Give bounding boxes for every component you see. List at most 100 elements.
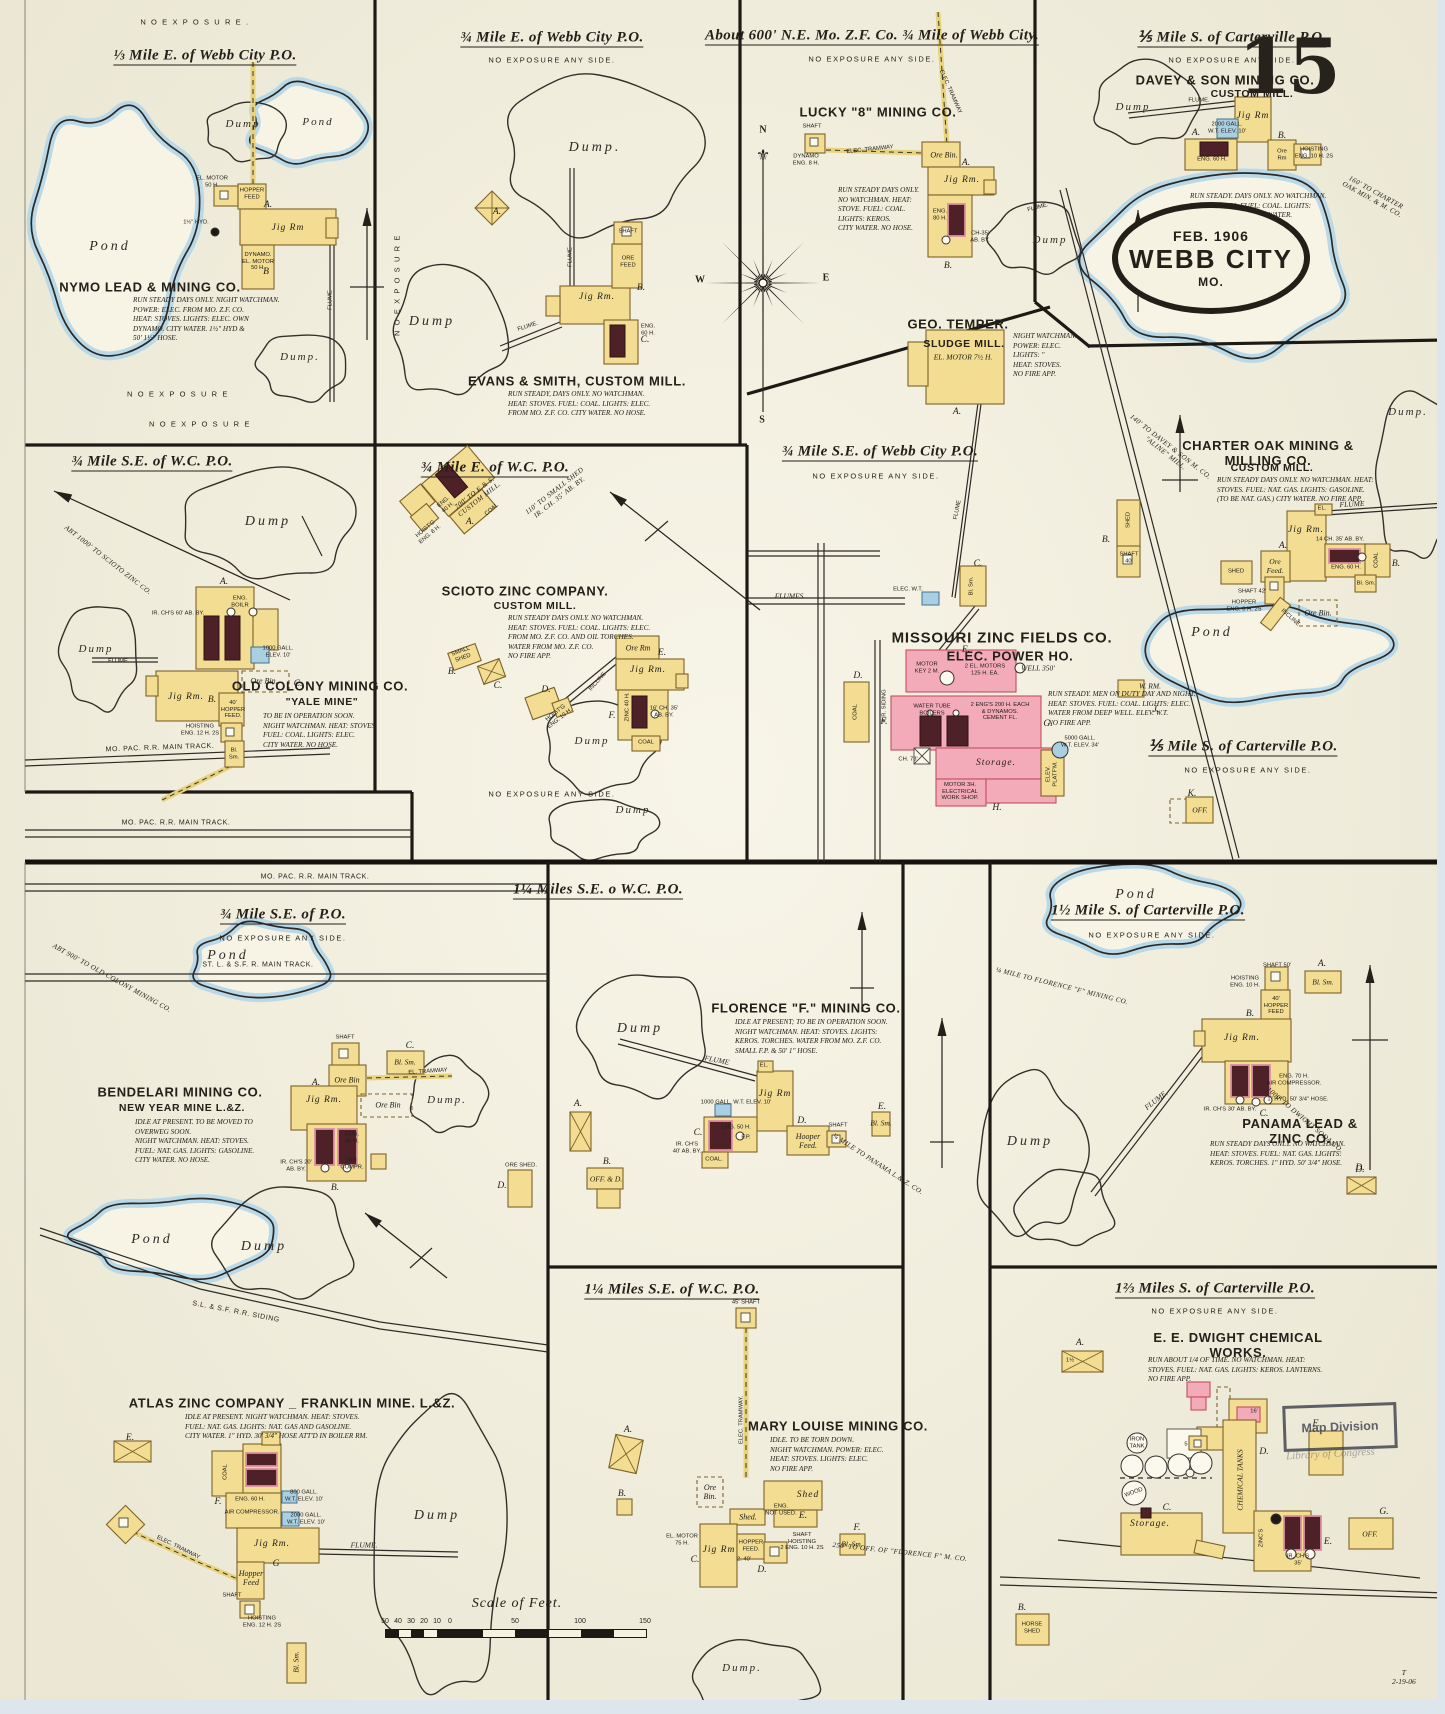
tank-circle: [1357, 552, 1367, 562]
building-rect: [701, 1151, 729, 1169]
north-arrow-head: [857, 912, 867, 930]
building-rect: [1283, 1515, 1302, 1551]
building-rect: [1193, 1439, 1202, 1448]
map-line: [1033, 300, 1092, 349]
dump-shape: [1374, 390, 1445, 559]
tank-circle: [210, 227, 220, 237]
building-rect: [314, 1128, 335, 1166]
map-line: [199, 1288, 381, 1330]
map-line: [24, 747, 331, 761]
building-rect: [1122, 554, 1133, 565]
sheet-number: 15: [1238, 22, 1341, 111]
building-rect: [927, 166, 995, 196]
tank-circle: [248, 607, 258, 617]
stamp-text: Map Division: [1301, 1418, 1379, 1436]
building-rect: [224, 740, 245, 768]
building-rect: [250, 646, 270, 664]
building-outline-dashed: [360, 1093, 413, 1118]
tank-circle: [1251, 1097, 1261, 1107]
building-rect: [1303, 1515, 1322, 1551]
building-rect: [1348, 1517, 1394, 1550]
building-outline-dashed: [696, 1476, 724, 1508]
map-line: [999, 1584, 1445, 1599]
building-rect: [763, 1480, 823, 1511]
building-rect: [621, 226, 632, 237]
building-rect: [786, 1125, 830, 1156]
title-badge: FEB. 1906 WEBB CITY MO.: [1112, 202, 1310, 314]
map-line: [1087, 338, 1445, 348]
tank-circle: [342, 1163, 352, 1173]
pond-shape: [26, 100, 205, 361]
map-line: [499, 321, 561, 347]
tank-circle: [939, 670, 955, 686]
building-rect: [1193, 1539, 1226, 1560]
building-rect: [474, 190, 510, 226]
building-rect: [919, 715, 942, 747]
building-rect: [935, 778, 987, 807]
building-rect: [1201, 1018, 1292, 1063]
building-rect: [907, 341, 929, 387]
building-rect: [959, 565, 987, 607]
building-rect: [1199, 141, 1229, 157]
building-rect: [921, 591, 940, 606]
building-rect: [261, 1431, 281, 1446]
map-line: [1094, 1048, 1209, 1197]
tank-circle: [1285, 1548, 1297, 1560]
dump-shape: [211, 1186, 355, 1300]
building-rect: [1251, 1064, 1271, 1098]
dump-shape: [57, 606, 138, 713]
dump-shape: [986, 201, 1082, 276]
map-line: [501, 326, 563, 352]
dump-shape: [1013, 1168, 1116, 1247]
building-rect: [211, 1450, 244, 1497]
building-rect: [281, 1490, 298, 1504]
building-rect: [245, 1452, 278, 1467]
building-rect: [615, 635, 660, 660]
building-rect: [252, 608, 279, 651]
building-rect: [839, 1533, 866, 1556]
building-rect: [596, 1188, 621, 1209]
building-rect: [286, 1642, 307, 1684]
building-rect: [224, 615, 241, 661]
building-rect: [913, 747, 931, 765]
building-outline-dashed: [241, 670, 290, 693]
building-rect: [1286, 510, 1327, 582]
map-line: [39, 1227, 201, 1283]
building-rect: [118, 1517, 129, 1528]
building-rect: [809, 137, 819, 147]
map-line: [379, 1328, 549, 1353]
tank-circle: [952, 709, 960, 717]
building-rect: [871, 1111, 891, 1137]
dump-shape: [392, 263, 510, 396]
building-rect: [241, 244, 275, 290]
tank-circle: [1185, 1468, 1195, 1478]
building-rect: [1185, 796, 1214, 824]
building-rect: [1260, 989, 1291, 1021]
scan-edge-right: [1437, 0, 1445, 1714]
building-rect: [1061, 1350, 1104, 1373]
building-rect: [113, 1440, 152, 1463]
building-rect: [1140, 1507, 1152, 1519]
map-division-stamp: Map Division: [1282, 1402, 1398, 1452]
map-line: [301, 515, 323, 557]
building-rect: [756, 1070, 794, 1132]
building-rect: [1270, 971, 1281, 982]
building-rect: [1190, 1396, 1207, 1411]
building-rect: [905, 649, 1017, 693]
building-outline-dashed: [1298, 599, 1338, 627]
building-rect: [325, 217, 339, 239]
dump-shape: [206, 101, 288, 163]
tank-circle: [1121, 1480, 1147, 1506]
scale-tick: 100: [574, 1618, 586, 1625]
tank-circle: [1304, 1548, 1316, 1560]
dump-shape: [507, 73, 706, 239]
map-line: [1090, 1044, 1205, 1193]
map-line: [24, 753, 331, 767]
building-rect: [337, 1128, 358, 1166]
building-rect: [237, 183, 267, 210]
north-arrow-head: [54, 491, 73, 503]
building-rect: [1304, 970, 1342, 994]
building-rect: [290, 1085, 358, 1131]
map-line: [1059, 189, 1234, 861]
building-rect: [773, 1509, 818, 1528]
